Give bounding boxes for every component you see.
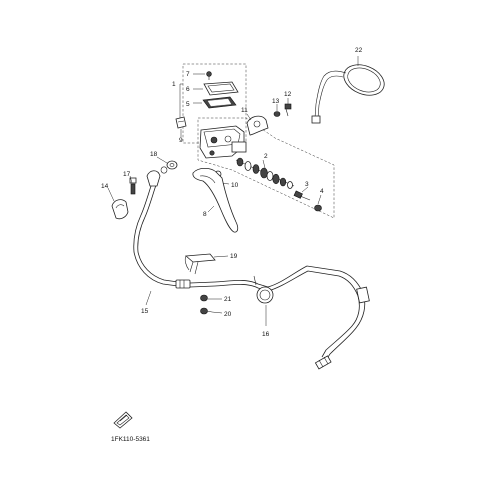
push-rod[interactable] <box>293 190 311 201</box>
part-number-12: 12 <box>284 91 292 98</box>
part-number-7: 7 <box>186 71 190 78</box>
bleed-screw[interactable] <box>175 116 187 129</box>
part-number-19: 19 <box>230 253 238 260</box>
clamp-bolt[interactable] <box>200 307 213 315</box>
part-number-6: 6 <box>186 86 190 93</box>
union-bolt[interactable] <box>160 160 178 174</box>
part-number-10: 10 <box>231 182 239 189</box>
part-number-22: 22 <box>355 47 363 54</box>
part-number-18: 18 <box>150 151 158 158</box>
drawing-code: 1FK110-5361 <box>111 436 150 443</box>
reservoir-cap[interactable] <box>203 81 239 96</box>
part-number-5: 5 <box>186 101 190 108</box>
leader-19 <box>213 255 229 258</box>
part-number-17: 17 <box>123 171 131 178</box>
master-cylinder-body[interactable] <box>199 125 247 159</box>
leader-8 <box>207 205 215 213</box>
handlebar-clamp[interactable] <box>246 115 269 136</box>
brake-hose-1[interactable] <box>133 170 191 289</box>
washer-13[interactable] <box>273 111 281 117</box>
leader-18 <box>156 156 168 164</box>
part-number-15: 15 <box>141 308 149 315</box>
rear-view-mirror[interactable] <box>311 59 389 124</box>
leader-17 <box>129 175 133 184</box>
front-brake-lever[interactable] <box>192 167 239 233</box>
brake-hose-2[interactable] <box>189 265 370 370</box>
reservoir-cap-screw[interactable] <box>206 71 212 80</box>
part-number-20: 20 <box>224 311 232 318</box>
leader-11 <box>246 113 252 121</box>
leader-2 <box>262 159 266 169</box>
bolt-17[interactable] <box>129 177 137 195</box>
part-number-4: 4 <box>320 188 324 195</box>
bracket-1 <box>179 83 183 119</box>
part-number-11: 11 <box>241 107 248 114</box>
piston-kit[interactable] <box>235 157 295 189</box>
clamp-nut[interactable] <box>200 294 208 302</box>
leader-20 <box>211 311 223 314</box>
part-number-13: 13 <box>272 98 280 105</box>
bolt-12[interactable] <box>284 103 292 117</box>
part-number-16: 16 <box>262 331 270 338</box>
part-number-9: 9 <box>179 137 183 144</box>
part-number-1: 1 <box>172 81 176 88</box>
dust-boot[interactable] <box>314 204 322 212</box>
part-number-8: 8 <box>203 211 207 218</box>
hose-guide-bracket[interactable] <box>184 253 216 275</box>
part-number-14: 14 <box>101 183 109 190</box>
leader-14 <box>107 187 115 202</box>
part-number-2: 2 <box>264 153 268 160</box>
part-number-21: 21 <box>224 296 232 303</box>
leader-3 <box>301 186 309 193</box>
leader-15 <box>145 290 152 306</box>
reservoir-diaphragm[interactable] <box>202 96 237 109</box>
front-arrow-icon <box>113 411 133 429</box>
hose-cover[interactable] <box>111 199 129 220</box>
part-number-3: 3 <box>305 181 309 188</box>
leader-4 <box>317 194 322 205</box>
